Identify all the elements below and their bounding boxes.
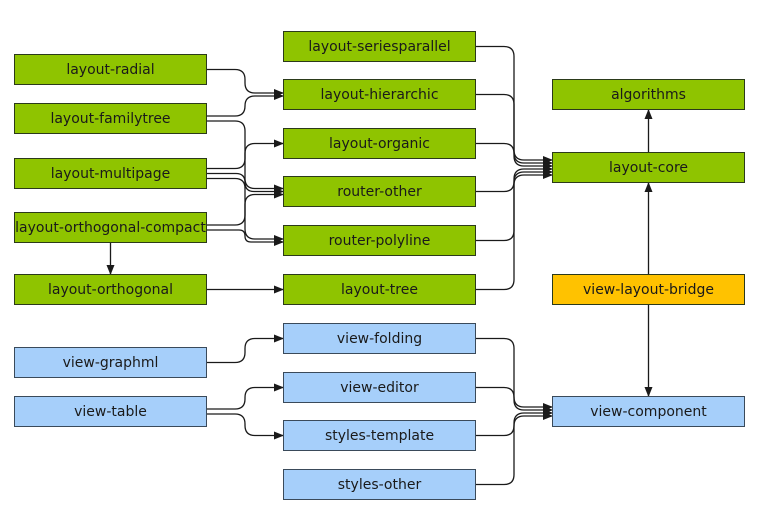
node-layout-tree: layout-tree <box>283 274 476 305</box>
node-view-table: view-table <box>14 396 207 427</box>
node-router-polyline: router-polyline <box>283 225 476 256</box>
node-view-folding: view-folding <box>283 323 476 354</box>
edge-layout-organic-to-layout-core <box>476 142 553 170</box>
edge-view-table-to-styles-template <box>207 413 284 440</box>
node-styles-template: styles-template <box>283 420 476 451</box>
edge-layout-radial-to-layout-hierarchic <box>207 68 284 97</box>
node-router-other: router-other <box>283 176 476 207</box>
edge-layout-tree-to-layout-core <box>476 171 553 291</box>
node-layout-multipage: layout-multipage <box>14 158 207 189</box>
node-layout-orthogonal-compact: layout-orthogonal-compact <box>14 212 207 243</box>
edge-view-editor-to-view-component <box>476 386 553 414</box>
node-layout-familytree: layout-familytree <box>14 103 207 134</box>
edge-layout-orthogonal-compact-to-router-polyline <box>207 229 284 246</box>
edge-view-table-to-view-editor <box>207 383 284 410</box>
edge-view-folding-to-view-component <box>476 337 553 411</box>
node-view-component: view-component <box>552 396 745 427</box>
node-view-graphml: view-graphml <box>14 347 207 378</box>
node-view-editor: view-editor <box>283 372 476 403</box>
edge-layout-orthogonal-compact-to-router-other <box>207 190 284 226</box>
edge-layout-multipage-to-router-other <box>207 172 284 196</box>
node-layout-orthogonal: layout-orthogonal <box>14 274 207 305</box>
node-layout-seriesparallel: layout-seriesparallel <box>283 31 476 62</box>
node-layout-core: layout-core <box>552 152 745 183</box>
edge-layout-familytree-to-layout-hierarchic <box>207 92 284 117</box>
node-styles-other: styles-other <box>283 469 476 500</box>
node-algorithms: algorithms <box>552 79 745 110</box>
edge-layout-hierarchic-to-layout-core <box>476 93 553 167</box>
node-view-layout-bridge: view-layout-bridge <box>552 274 745 305</box>
edge-styles-other-to-view-component <box>476 412 553 486</box>
edge-view-graphml-to-view-folding <box>207 334 284 364</box>
node-layout-radial: layout-radial <box>14 54 207 85</box>
edge-layout-multipage-to-layout-organic <box>207 139 284 170</box>
node-layout-organic: layout-organic <box>283 128 476 159</box>
node-layout-hierarchic: layout-hierarchic <box>283 79 476 110</box>
